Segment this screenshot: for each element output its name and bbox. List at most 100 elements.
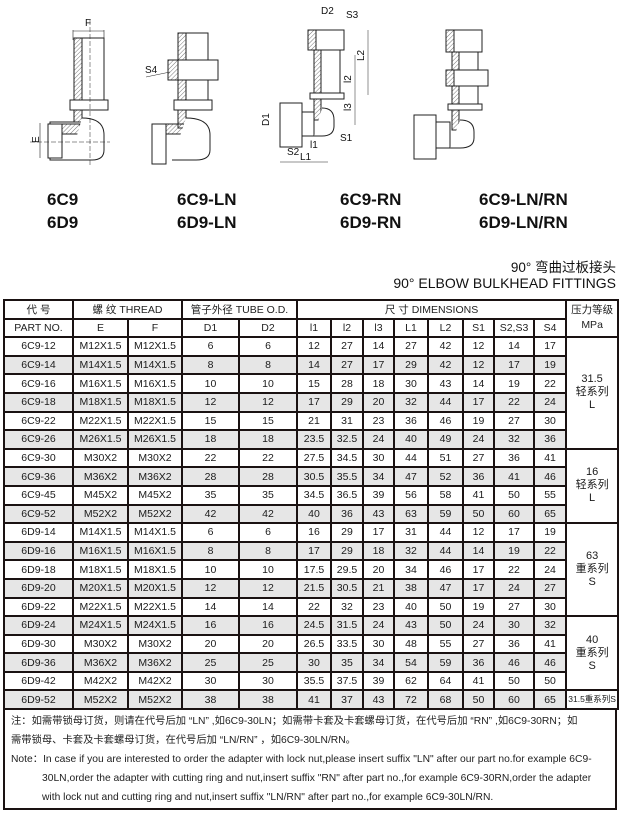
cell-thread-f: M16X1.5	[126, 540, 184, 562]
cell-l2-large: 52	[427, 466, 465, 487]
cell-d1: 8	[181, 540, 241, 562]
cell-thread-f: M22X1.5	[126, 596, 184, 618]
cell-thread-f: M14X1.5	[126, 522, 184, 543]
fitting-drawings: F E S4 D2 S3	[30, 6, 489, 165]
cell-part-no: 6C9-18	[3, 391, 74, 413]
cell-d2: 18	[238, 429, 299, 450]
cell-d1: 42	[181, 503, 241, 525]
cell-l2-small: 37	[330, 689, 365, 711]
cell-thread-e: M30X2	[72, 447, 129, 469]
cell-thread-f: M18X1.5	[126, 391, 184, 413]
cell-l2-large: 42	[427, 354, 465, 376]
cell-l2-large: 59	[427, 503, 465, 525]
cell-s1: 27	[462, 447, 496, 469]
cell-l1-large: 56	[393, 484, 430, 506]
cell-l3-small: 17	[362, 354, 396, 376]
cell-d1: 25	[181, 652, 241, 673]
cell-l3-small: 34	[362, 652, 396, 673]
header-l2-large: L2	[427, 317, 465, 339]
cell-d2: 22	[238, 447, 299, 469]
model-code-6c9-rn: 6C9-RN	[340, 190, 402, 209]
cell-d1: 12	[181, 391, 241, 413]
cell-s2-s3: 36	[493, 447, 536, 469]
cell-s1: 17	[462, 391, 496, 413]
cell-l2-small: 29.5	[330, 559, 365, 580]
cell-part-no: 6D9-42	[3, 670, 74, 692]
model-code-6d9-rn: 6D9-RN	[340, 213, 402, 232]
cell-l2-small: 32.5	[330, 429, 365, 450]
cell-thread-f: M30X2	[126, 633, 184, 655]
model-code-6d9-ln-rn: 6D9-LN/RN	[479, 213, 568, 232]
pressure-value: 63	[585, 550, 599, 563]
dim-label-s1: S1	[340, 133, 353, 144]
model-label-group-4: 6C9-LN/RN 6D9-LN/RN	[479, 188, 568, 234]
cell-s2-s3: 60	[493, 503, 536, 525]
cell-thread-f: M16X1.5	[126, 373, 184, 394]
drawing-6c9-ln-rn	[413, 29, 489, 160]
model-code-6d9-ln: 6D9-LN	[177, 213, 237, 232]
cell-d1: 16	[181, 615, 241, 636]
cell-thread-e: M12X1.5	[72, 336, 129, 357]
header-pressure-unit: MPa	[581, 319, 603, 331]
cell-l3-small: 21	[362, 577, 396, 599]
cell-s2-s3: 22	[493, 391, 536, 413]
cell-l1-small: 26.5	[296, 633, 333, 655]
cell-thread-f: M22X1.5	[126, 410, 184, 432]
dim-label-f: F	[85, 18, 91, 29]
cell-thread-e: M36X2	[72, 652, 129, 673]
cell-l2-small: 30.5	[330, 577, 365, 599]
cell-thread-f: M12X1.5	[126, 336, 184, 357]
cell-d1: 8	[181, 354, 241, 376]
cell-l1-small: 27.5	[296, 447, 333, 469]
cell-s2-s3: 19	[493, 373, 536, 394]
drawing-6c9: F E	[30, 18, 110, 165]
header-dimensions: 尺 寸 DIMENSIONS	[296, 299, 568, 320]
cell-thread-e: M18X1.5	[72, 559, 129, 580]
cell-d2: 12	[238, 391, 299, 413]
pressure-series-cn: 轻系列	[575, 386, 609, 399]
cell-thread-e: M24X1.5	[72, 615, 129, 636]
cell-part-no: 6C9-36	[3, 466, 74, 487]
cell-d1: 22	[181, 447, 241, 469]
header-l1-large: L1	[393, 317, 430, 339]
cell-l2-large: 59	[427, 652, 465, 673]
cell-s2-s3: 46	[493, 652, 536, 673]
cell-l1-small: 41	[296, 689, 333, 711]
cell-l3-small: 18	[362, 540, 396, 562]
cell-l3-small: 24	[362, 429, 396, 450]
cell-s1: 41	[462, 670, 496, 692]
cell-l2-small: 28	[330, 373, 365, 394]
cell-s4: 30	[533, 410, 568, 432]
cell-l1-small: 34.5	[296, 484, 333, 506]
cell-l1-large: 44	[393, 447, 430, 469]
cell-l1-small: 17	[296, 540, 333, 562]
cell-l1-small: 17	[296, 391, 333, 413]
order-note: 注：如需带锁母订货，则请在代号后加 “LN” ,如6C9-30LN；如需带卡套及…	[3, 708, 617, 810]
drawing-6c9-rn: D2 S3 L2 l2 l3 D1 S1 S2 l1 L1	[261, 6, 369, 163]
cell-thread-e: M26X1.5	[72, 429, 129, 450]
cell-d2: 28	[238, 466, 299, 487]
cell-d2: 6	[238, 336, 299, 357]
cell-part-no: 6C9-26	[3, 429, 74, 450]
cell-s1: 17	[462, 577, 496, 599]
cell-thread-f: M52X2	[126, 689, 184, 711]
cell-l2-small: 27	[330, 336, 365, 357]
cell-s2-s3: 14	[493, 336, 536, 357]
cell-l1-small: 22	[296, 596, 333, 618]
cell-s1: 12	[462, 336, 496, 357]
caption-cn: 90° 弯曲过板接头	[510, 260, 616, 275]
cell-l2-large: 42	[427, 336, 465, 357]
dim-label-e: E	[31, 136, 42, 143]
cell-thread-e: M16X1.5	[72, 373, 129, 394]
cell-s1: 12	[462, 354, 496, 376]
cell-thread-f: M30X2	[126, 447, 184, 469]
cell-l2-small: 29	[330, 540, 365, 562]
cell-s4: 41	[533, 447, 568, 469]
cell-s4: 22	[533, 373, 568, 394]
